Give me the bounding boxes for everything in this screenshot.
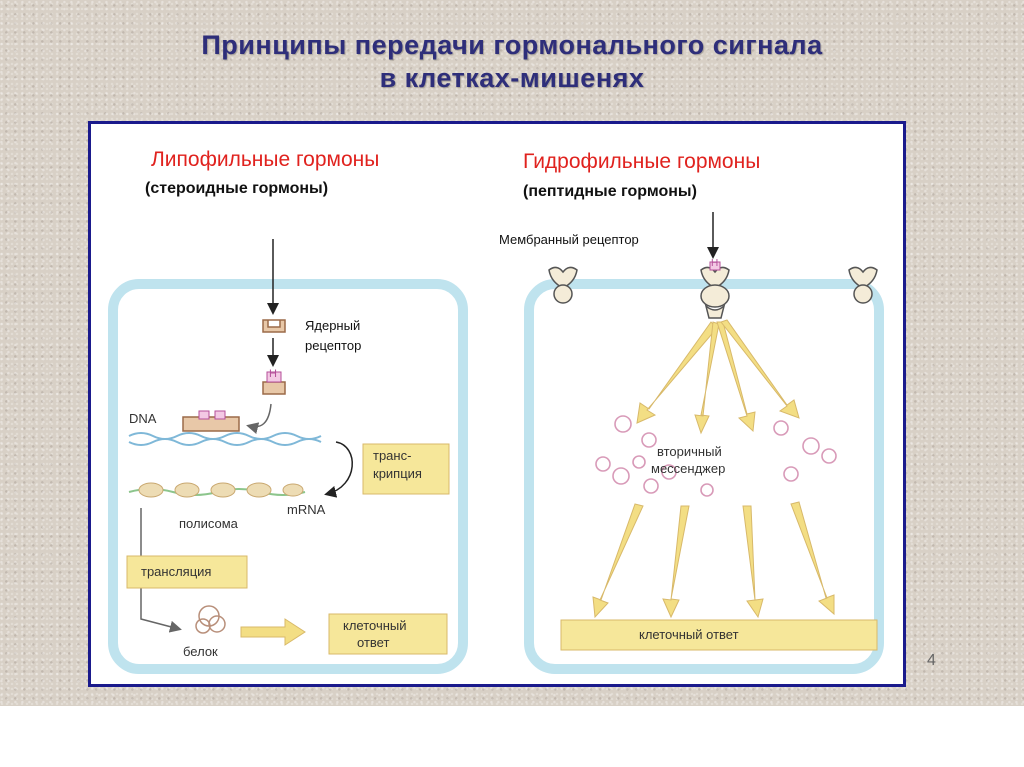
- slide-background: Принципы передачи гормонального сигнала …: [0, 0, 1024, 706]
- hydrophilic-heading: Гидрофильные гормоны: [523, 150, 761, 173]
- diagram-graphics: [108, 212, 884, 674]
- second-messenger-label-2: мессенджер: [651, 461, 726, 476]
- transcription-label-2: крипция: [373, 466, 422, 481]
- hormone-receptor-complex-icon: [262, 381, 286, 395]
- hydrophilic-subheading: (пептидные гормоны): [523, 183, 697, 200]
- left-cell-response-label-2: ответ: [357, 635, 390, 650]
- left-cell-membrane: [108, 279, 468, 674]
- translation-box: [126, 555, 248, 589]
- protein-label: белок: [183, 644, 218, 659]
- transcription-label-1: транс-: [373, 448, 412, 463]
- left-hormone-symbol: H: [269, 368, 277, 380]
- polysome-label: полисома: [179, 516, 238, 531]
- left-cell-response-box: [328, 613, 448, 655]
- right-cell-response-label: клеточный ответ: [639, 627, 739, 642]
- dna-bound-complex: [182, 416, 240, 432]
- translation-path: [140, 508, 182, 633]
- protein-icon: [195, 605, 226, 634]
- membrane-receptor-label: Мембранный рецептор: [499, 232, 639, 247]
- slide-title-line2: в клетках-мишенях: [379, 63, 645, 93]
- complex-to-dna-arrow: [246, 403, 272, 434]
- diagram-panel: Липофильные гормоны (стероидные гормоны)…: [88, 121, 906, 687]
- dna-label: DNA: [129, 411, 157, 426]
- right-cell-membrane: [524, 279, 884, 674]
- second-messenger-molecules: [595, 415, 837, 497]
- transcription-box: [362, 443, 450, 495]
- signal-cascade-arrows: [636, 319, 800, 435]
- nuclear-receptor-label-1: Ядерный: [305, 318, 361, 333]
- mrna-label: mRNA: [287, 502, 326, 517]
- right-hormone-symbol: H: [711, 258, 719, 269]
- transcription-arrow: [324, 441, 353, 498]
- lipophilic-heading: Липофильные гормоны: [151, 148, 380, 171]
- nuclear-receptor-label-2: рецептор: [305, 338, 362, 353]
- right-cell-response-box: [560, 619, 878, 651]
- membrane-receptor-icons: [548, 266, 878, 319]
- lipophilic-subheading: (стероидные гормоны): [145, 180, 329, 197]
- polysome-ribosomes: [138, 482, 304, 498]
- left-cell-response-label-1: клеточный: [343, 618, 407, 633]
- nuclear-receptor-icon: [262, 319, 286, 333]
- response-arrows: [592, 501, 835, 619]
- protein-to-response-arrow: [240, 618, 306, 646]
- slide-title-line1: Принципы передачи гормонального сигнала: [201, 30, 823, 60]
- translation-label: трансляция: [141, 564, 212, 579]
- second-messenger-label-1: вторичный: [657, 444, 722, 459]
- page-number: 4: [927, 652, 936, 669]
- dna-strand: [128, 432, 322, 440]
